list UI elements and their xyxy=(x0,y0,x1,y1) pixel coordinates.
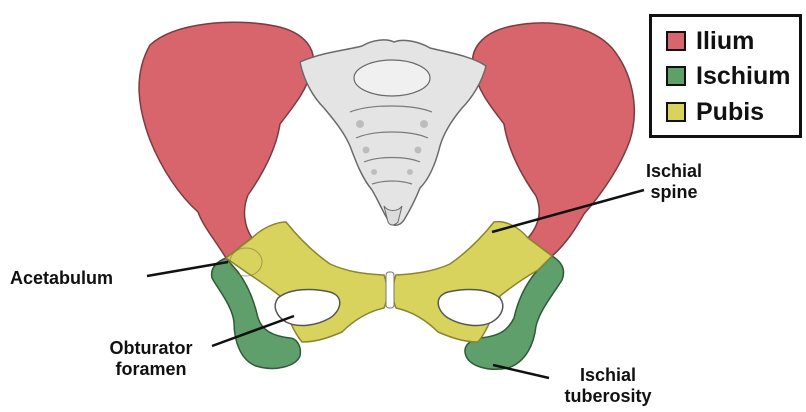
ischial-spine-label-line2: spine xyxy=(640,182,708,203)
acetabulum-label: Acetabulum xyxy=(10,268,140,289)
sacral-foramen xyxy=(407,169,413,175)
legend: Ilium Ischium Pubis xyxy=(649,14,802,138)
legend-label-pubis: Pubis xyxy=(696,98,764,127)
ischium-swatch xyxy=(666,66,686,86)
sacral-foramen xyxy=(363,147,370,154)
sacral-foramen xyxy=(420,120,428,128)
legend-item-ilium: Ilium xyxy=(666,26,754,56)
pubic-symphysis xyxy=(386,272,394,308)
legend-item-ischium: Ischium xyxy=(666,61,790,91)
ischial-spine-label-line1: Ischial xyxy=(640,161,708,182)
pubis-swatch xyxy=(666,102,686,122)
ischial-tuberosity-leader xyxy=(493,365,549,378)
obturator-foramen-label-line2: foramen xyxy=(96,359,206,380)
ischial-tuberosity-label: Ischial tuberosity xyxy=(556,365,660,407)
ischial-spine-label: Ischial spine xyxy=(640,161,708,203)
obturator-foramen-label-line1: Obturator xyxy=(96,338,206,359)
obturator-foramen-label: Obturator foramen xyxy=(96,338,206,380)
sacral-foramen xyxy=(415,147,422,154)
acetabulum-label-text: Acetabulum xyxy=(10,268,140,289)
ischial-tuberosity-label-line1: Ischial xyxy=(556,365,660,386)
ilium-swatch xyxy=(666,31,686,51)
legend-label-ischium: Ischium xyxy=(696,62,790,91)
legend-item-pubis: Pubis xyxy=(666,97,764,127)
legend-label-ilium: Ilium xyxy=(696,27,754,56)
ischial-tuberosity-label-line2: tuberosity xyxy=(556,386,660,407)
sacral-promontory xyxy=(354,60,430,96)
sacrum xyxy=(300,40,486,225)
sacral-foramen xyxy=(371,169,377,175)
sacral-foramen xyxy=(356,120,364,128)
